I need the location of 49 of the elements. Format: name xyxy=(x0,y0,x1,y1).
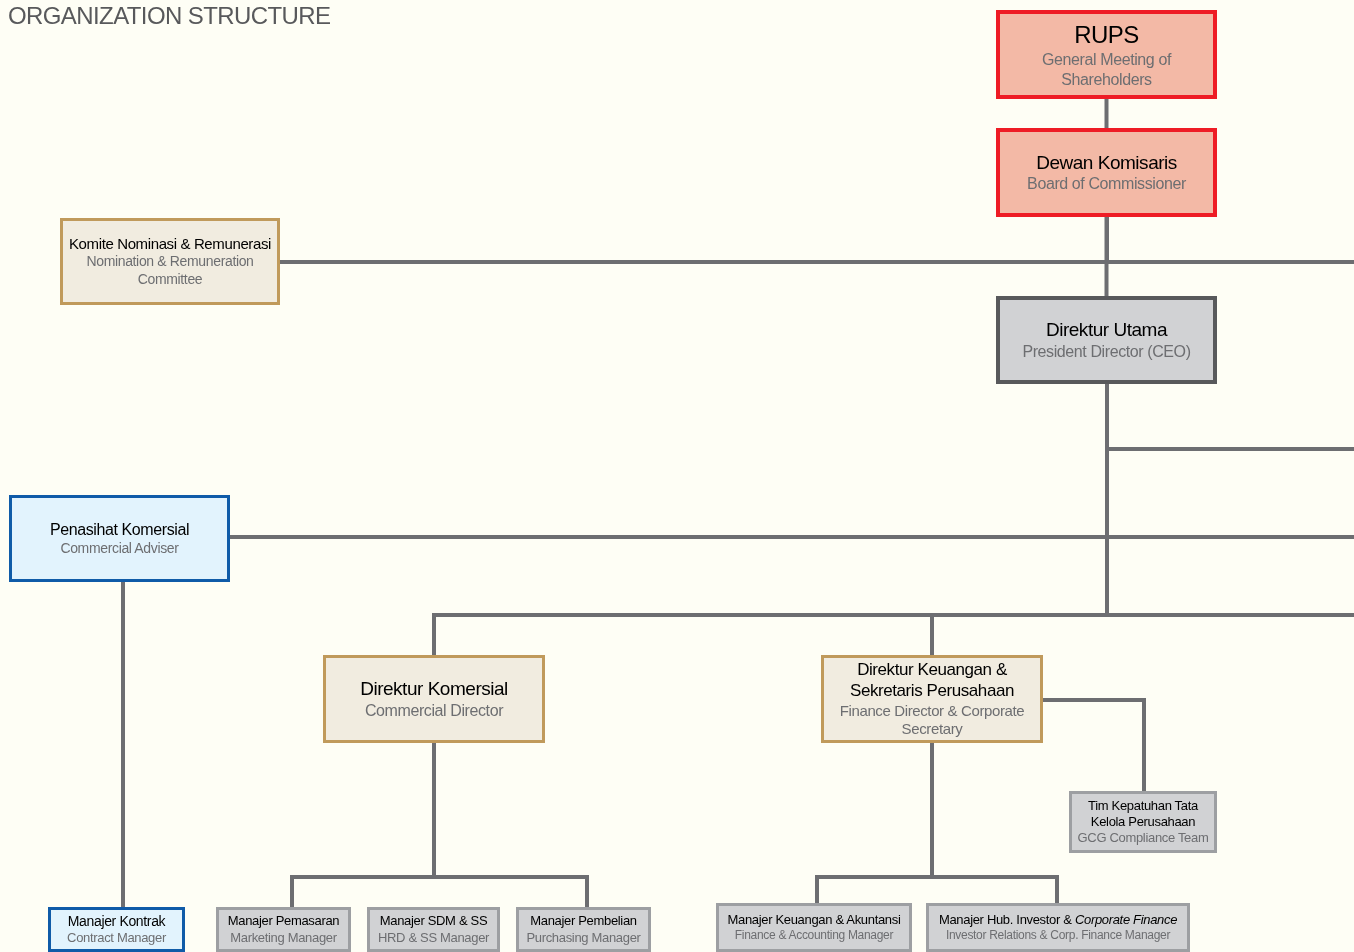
role-subtitle: Finance Director & Corporate Secretary xyxy=(838,701,1026,739)
role-subtitle: HRD & SS Manager xyxy=(377,929,490,946)
role-title: Tim Kepatuhan Tata Kelola Perusahaan xyxy=(1087,797,1199,831)
connector-line xyxy=(1104,99,1109,128)
position-box xyxy=(996,128,1217,217)
position-box xyxy=(367,907,500,952)
role-title: RUPS xyxy=(1074,19,1139,50)
role-subtitle: Investor Relations & Corp. Finance Manager xyxy=(945,928,1171,944)
position-box xyxy=(926,903,1190,952)
connector-line xyxy=(432,743,589,907)
role-subtitle: Finance & Accounting Manager xyxy=(734,928,894,944)
role-subtitle: General Meeting of Shareholders xyxy=(1041,49,1173,90)
position-box xyxy=(821,655,1043,743)
role-subtitle: Marketing Manager xyxy=(230,929,337,946)
position-box xyxy=(60,218,280,305)
page-title: ORGANIZATION STRUCTURE xyxy=(8,4,331,28)
role-title: Manajer SDM & SS xyxy=(379,913,488,930)
position-box xyxy=(1069,791,1217,853)
role-subtitle: Nomination & Remuneration Committee xyxy=(85,253,255,289)
role-subtitle: GCG Compliance Team xyxy=(1077,830,1209,847)
position-box xyxy=(996,10,1217,99)
role-subtitle: Contract Manager xyxy=(67,930,166,947)
role-title: Direktur Komersial xyxy=(360,677,508,701)
role-title: Manajer Kontrak xyxy=(67,912,166,931)
connector-line xyxy=(121,582,125,907)
connector-line xyxy=(930,743,1059,903)
role-subtitle: Board of Commissioner xyxy=(1027,174,1186,195)
role-title: Penasihat Komersial xyxy=(49,519,190,540)
role-title: Komite Nominasi & Remunerasi xyxy=(68,234,272,254)
position-box xyxy=(48,907,185,952)
connector-line xyxy=(1043,698,1146,791)
role-title: Direktur Keuangan & Sekretaris Perusahaan xyxy=(849,659,1015,702)
position-box xyxy=(9,495,230,582)
role-title: Manajer Keuangan & Akuntansi xyxy=(727,911,901,929)
position-box xyxy=(216,907,351,952)
role-subtitle: Purchasing Manager xyxy=(526,929,641,946)
role-subtitle: President Director (CEO) xyxy=(1022,341,1191,362)
role-title: Manajer Pembelian xyxy=(530,913,637,930)
role-title: Dewan Komisaris xyxy=(1036,150,1177,175)
role-title: Direktur Utama xyxy=(1045,318,1168,342)
role-title: Manajer Pemasaran xyxy=(227,913,340,930)
role-subtitle: Commercial Director xyxy=(364,700,504,721)
role-subtitle: Commercial Adviser xyxy=(60,539,179,558)
position-box xyxy=(516,907,651,952)
position-box xyxy=(996,296,1217,384)
role-title: Manajer Hub. Investor & Corporate Finance xyxy=(938,911,1178,929)
position-box xyxy=(323,655,545,743)
position-box xyxy=(716,903,912,952)
connector-line xyxy=(1105,384,1354,617)
